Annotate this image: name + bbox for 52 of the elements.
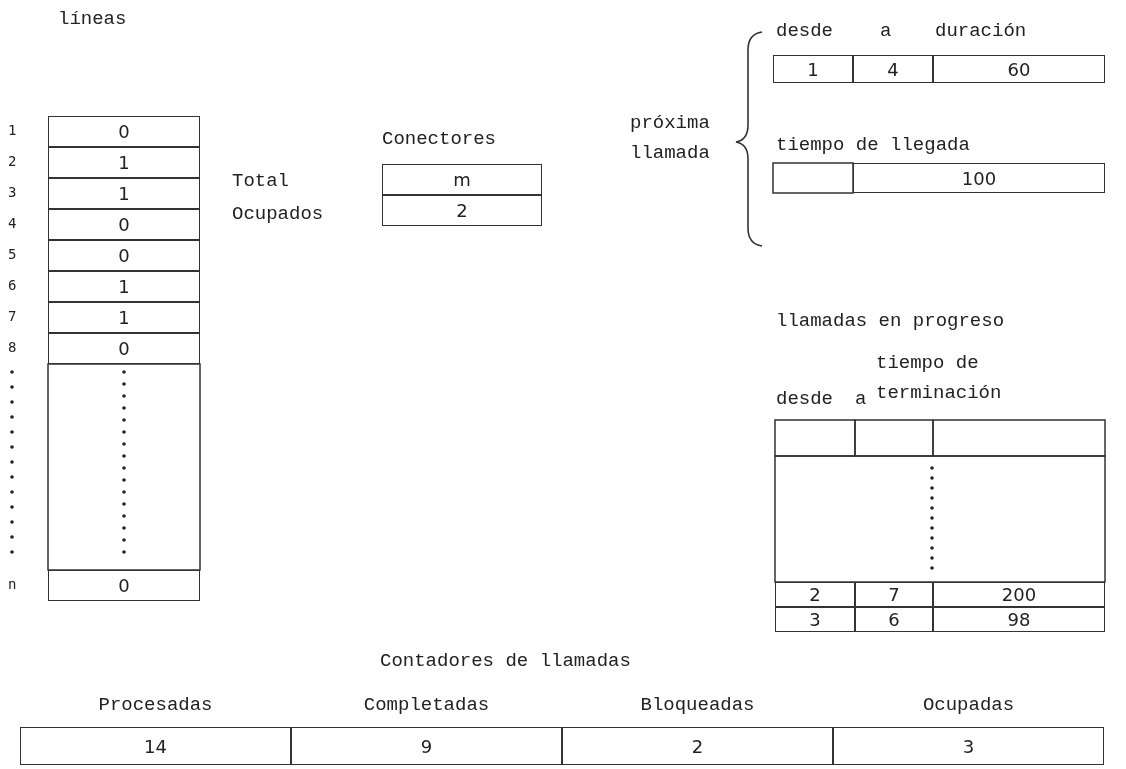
table-cell: 14	[20, 727, 291, 765]
table-cell: 0	[48, 570, 200, 601]
section-title: Conectores	[382, 128, 497, 150]
table-cell: 1	[48, 178, 200, 209]
column-header: tiempo de terminación	[876, 351, 1003, 406]
column-header: desde	[776, 388, 833, 410]
column-header: desde	[776, 20, 833, 42]
table-cell: 0	[48, 209, 200, 240]
table-cell: 1	[48, 147, 200, 178]
table-cell: 2	[562, 727, 833, 765]
table-cell: 3	[833, 727, 1104, 765]
table-cell: 2	[382, 195, 542, 226]
table-cell: 0	[48, 240, 200, 271]
row-number: 5	[8, 246, 17, 262]
table-cell: 9	[291, 727, 562, 765]
table-cell: 2	[775, 582, 855, 607]
column-header: líneas	[58, 8, 127, 30]
row-number: 8	[8, 339, 17, 355]
table-cell: 0	[48, 116, 200, 147]
section-title: llamadas en progreso	[776, 310, 1005, 332]
row-number: 1	[8, 122, 17, 138]
row-number: 2	[8, 153, 17, 169]
row-label: Ocupados	[232, 203, 324, 225]
table-cell: 1	[773, 55, 853, 83]
column-header: Procesadas	[97, 694, 214, 716]
column-header: Completadas	[362, 694, 491, 716]
row-number: 4	[8, 215, 17, 231]
table-cell: m	[382, 164, 542, 195]
table-cell: 200	[933, 582, 1105, 607]
table-cell: 0	[48, 333, 200, 364]
section-title: próxima llamada	[630, 111, 711, 166]
table-cell: 98	[933, 607, 1105, 632]
section-title: Contadores de llamadas	[380, 650, 631, 672]
column-header: a	[855, 388, 867, 410]
table-cell: 3	[775, 607, 855, 632]
column-header: Bloqueadas	[639, 694, 756, 716]
table-cell: 1	[48, 271, 200, 302]
column-header: Ocupadas	[921, 694, 1016, 716]
column-header: a	[880, 20, 892, 42]
table-cell: 6	[855, 607, 933, 632]
column-header: duración	[935, 20, 1027, 42]
column-header: tiempo de llegada	[776, 134, 970, 156]
table-cell: 4	[853, 55, 933, 83]
table-cell: 60	[933, 55, 1105, 83]
row-label: Total	[232, 170, 289, 192]
row-number: 3	[8, 184, 17, 200]
row-number: 6	[8, 277, 17, 293]
table-cell: 1	[48, 302, 200, 333]
table-cell: 100	[853, 163, 1105, 193]
row-number: 7	[8, 308, 17, 324]
row-number: n	[8, 576, 17, 592]
table-cell: 7	[855, 582, 933, 607]
